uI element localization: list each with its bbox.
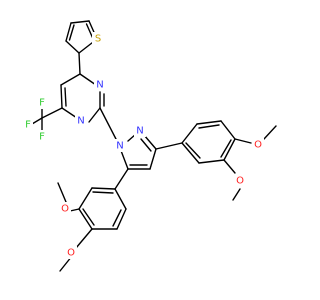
bond — [198, 124, 220, 129]
bond — [61, 107, 78, 119]
bond — [114, 168, 129, 190]
bond — [60, 84, 63, 109]
bond — [263, 125, 277, 140]
bond — [220, 120, 236, 140]
atom-oxygen-right-lower: O — [236, 176, 244, 187]
atom-oxygen-left-upper: O — [61, 204, 69, 215]
bond — [78, 52, 81, 75]
bond — [92, 191, 114, 194]
bond — [220, 139, 232, 158]
bond — [65, 40, 80, 54]
bond — [196, 120, 222, 125]
atom-oxygen-left-lower: O — [67, 248, 75, 259]
atom-oxygen-right-upper: O — [254, 140, 262, 151]
bond — [181, 123, 198, 144]
bond — [60, 73, 81, 86]
bond — [114, 188, 127, 210]
bond — [223, 159, 236, 174]
atom-nitrogen-pyrazole-1: N — [116, 141, 123, 152]
bond — [41, 107, 63, 119]
structure-diagram: S N N N N F F F O O O O — [23, 20, 277, 272]
bond — [116, 208, 127, 230]
molecule-drawing: S N N N N F F F O O O O — [23, 20, 277, 272]
bond — [234, 138, 252, 144]
bond — [82, 208, 95, 226]
bond — [149, 148, 157, 170]
bond — [91, 187, 116, 190]
bond — [64, 87, 67, 107]
atom-fluorine-top: F — [39, 98, 45, 109]
bond — [68, 24, 75, 41]
bond — [57, 182, 67, 203]
bond — [223, 138, 236, 161]
bonds — [31, 20, 277, 272]
bond — [181, 142, 200, 164]
bond — [65, 22, 72, 42]
bond — [140, 138, 152, 152]
bond — [78, 208, 93, 230]
bond — [69, 208, 80, 212]
bond — [88, 107, 101, 123]
atom-fluorine-left: F — [25, 120, 31, 131]
atom-sulfur: S — [95, 34, 101, 45]
bond — [31, 117, 43, 125]
bond — [112, 209, 122, 227]
bond — [198, 159, 225, 164]
bond — [70, 20, 90, 24]
atom-nitrogen-pyrimidine-1: N — [96, 80, 103, 91]
bond — [232, 188, 241, 201]
bond — [185, 142, 201, 159]
bond — [79, 73, 97, 86]
bond — [155, 142, 183, 150]
atom-fluorine-bottom: F — [39, 132, 45, 143]
bond — [99, 107, 118, 142]
bond — [78, 187, 93, 210]
atom-nitrogen-pyrazole-2: N — [136, 126, 143, 137]
atom-nitrogen-pyrimidine-3: N — [77, 116, 84, 127]
atom-labels: S N N N N F F F O O O O — [23, 32, 264, 259]
bond — [75, 228, 93, 249]
bond — [143, 134, 157, 150]
